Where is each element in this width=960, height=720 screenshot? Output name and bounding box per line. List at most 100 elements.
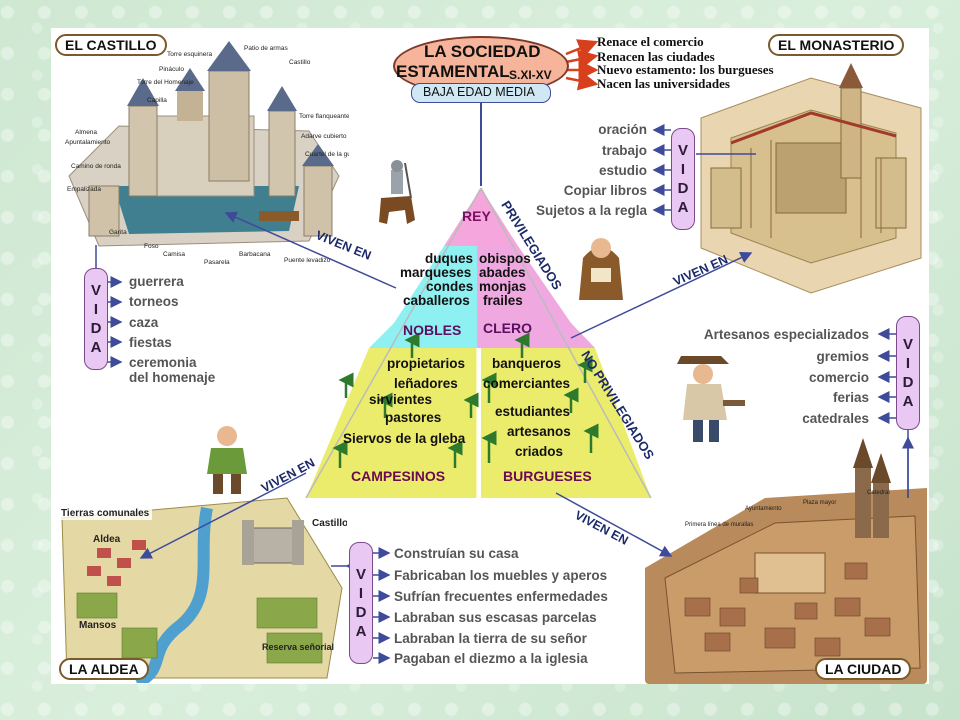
knight-illustration xyxy=(379,160,415,224)
change-3: Nuevo estamento: los burgueses xyxy=(597,62,774,77)
diagram-board: Torre esquinera Patio de armas Castillo … xyxy=(51,28,929,684)
vida-nobles-3: caza xyxy=(129,315,159,330)
monastery-illustration xyxy=(691,48,927,298)
camp-lenadores: leñadores xyxy=(394,376,458,391)
camp-propietarios: propietarios xyxy=(387,356,466,371)
vida-burgueses-4: ferias xyxy=(832,390,869,405)
vida-clero-3: estudio xyxy=(598,163,647,178)
title-line2: ESTAMENTAL xyxy=(396,62,510,81)
stratum-nobles: NOBLES xyxy=(403,322,462,338)
burg-banqueros: banqueros xyxy=(492,356,562,371)
label-ciudad: LA CIUDAD xyxy=(815,658,912,680)
peasant-illustration xyxy=(207,426,247,494)
pyramid-nobles-upper xyxy=(394,246,477,323)
village-illustration: Tierras comunales Aldea Castillo Mansos … xyxy=(57,478,347,683)
vida-campesinos-5: Labraban la tierra de su señor xyxy=(394,631,587,646)
vida-burgueses-3: comercio xyxy=(808,370,869,385)
vida-campesinos-4: Labraban sus escasas parcelas xyxy=(394,610,597,625)
noble-duques: duques xyxy=(425,251,474,266)
noble-caballeros: caballeros xyxy=(403,293,470,308)
title-line1: LA SOCIEDAD xyxy=(424,42,541,61)
svg-text:Pináculo: Pináculo xyxy=(159,66,184,73)
svg-text:Aldea: Aldea xyxy=(93,534,121,545)
svg-text:Camisa: Camisa xyxy=(163,251,185,258)
label-castillo: EL CASTILLO xyxy=(55,34,167,56)
vida-nobles-1: guerrera xyxy=(129,274,184,289)
svg-text:Empalizada: Empalizada xyxy=(67,186,101,193)
clero-obispos: obispos xyxy=(479,251,531,266)
svg-text:Catedral: Catedral xyxy=(867,490,890,496)
vida-campesinos-2: Fabricaban los muebles y aperos xyxy=(394,568,608,583)
vida-campesinos-3: Sufrían frecuentes enfermedades xyxy=(394,589,608,604)
pyramid-rey-section xyxy=(444,188,518,246)
vida-campesinos-1: Construían su casa xyxy=(394,546,519,561)
diagram-connectors xyxy=(95,39,914,664)
pyramid-clero-upper xyxy=(477,246,571,323)
camp-siervos: Siervos de la gleba xyxy=(343,431,466,446)
clero-monjas: monjas xyxy=(479,279,527,294)
vida-nobles-5: ceremonia xyxy=(129,355,197,370)
pyramid-campesinos xyxy=(306,348,478,498)
vida-campesinos-6: Pagaban el diezmo a la iglesia xyxy=(394,651,588,666)
svg-text:Apuntalamiento: Apuntalamiento xyxy=(65,139,111,146)
svg-text:Adarve cubierto: Adarve cubierto xyxy=(301,133,347,140)
svg-text:Mansos: Mansos xyxy=(79,620,117,631)
camp-sirvientes: sirvientes xyxy=(369,392,433,407)
svg-text:Castillo: Castillo xyxy=(289,59,311,66)
label-monasterio: EL MONASTERIO xyxy=(768,34,905,56)
burg-comerciantes: comerciantes xyxy=(483,376,571,391)
stratum-clero: CLERO xyxy=(483,320,532,336)
vida-clero-1: oración xyxy=(598,122,647,137)
pyramid-burgueses xyxy=(481,348,651,498)
svg-text:Camino de ronda: Camino de ronda xyxy=(71,163,121,170)
vida-burgueses-5: catedrales xyxy=(802,411,869,426)
svg-text:Primera línea de murallas: Primera línea de murallas xyxy=(685,522,753,528)
svg-text:Torre esquinera: Torre esquinera xyxy=(167,51,213,58)
vida-nobles-2: torneos xyxy=(129,294,179,309)
subtitle-box xyxy=(411,83,551,103)
clero-abades: abades xyxy=(479,265,526,280)
burg-artesanos: artesanos xyxy=(507,424,571,439)
svg-text:Almena: Almena xyxy=(75,129,97,136)
svg-text:Capilla: Capilla xyxy=(147,97,167,104)
svg-text:Garita: Garita xyxy=(109,229,127,236)
vida-clero-4: Copiar libros xyxy=(563,183,647,198)
svg-text:Reserva señorial: Reserva señorial xyxy=(262,642,334,652)
vida-clero-5: Sujetos a la regla xyxy=(535,203,647,218)
noble-marqueses: marqueses xyxy=(400,265,472,280)
label-aldea: LA ALDEA xyxy=(59,658,149,680)
svg-text:Torre flanqueante: Torre flanqueante xyxy=(299,113,349,120)
svg-text:Patio de armas: Patio de armas xyxy=(244,45,288,52)
craftsman-illustration xyxy=(677,356,745,442)
burg-estudiantes: estudiantes xyxy=(495,404,571,419)
svg-text:Plaza mayor: Plaza mayor xyxy=(803,500,836,506)
change-1: Renace el comercio xyxy=(597,34,704,49)
svg-text:Barbacana: Barbacana xyxy=(239,251,271,258)
svg-text:Ayuntamiento: Ayuntamiento xyxy=(745,506,782,512)
vida-burgueses-2: gremios xyxy=(816,349,869,364)
city-illustration: Primera línea de murallas Ayuntamiento P… xyxy=(645,428,927,684)
svg-text:Puente levadizo: Puente levadizo xyxy=(284,257,331,264)
vida-nobles-6: del homenaje xyxy=(129,370,216,385)
pyramid-rey: REY xyxy=(462,208,491,224)
svg-text:Torre del Homenaje: Torre del Homenaje xyxy=(137,79,194,86)
noble-condes: condes xyxy=(426,279,474,294)
svg-text:Pasarela: Pasarela xyxy=(204,259,230,266)
camp-pastores: pastores xyxy=(385,410,442,425)
change-4: Nacen las universidades xyxy=(597,76,730,91)
svg-text:Tierras comunales: Tierras comunales xyxy=(61,508,150,519)
svg-text:Foso: Foso xyxy=(144,243,159,250)
burg-criados: criados xyxy=(515,444,564,459)
title-period: S.XI-XV xyxy=(509,68,552,82)
subtitle: BAJA EDAD MEDIA xyxy=(423,85,535,99)
monk-illustration xyxy=(579,238,623,300)
pyramid-nobles-label xyxy=(369,323,477,348)
stratum-burgueses: BURGUESES xyxy=(503,468,592,484)
change-2: Renacen las ciudades xyxy=(597,49,715,64)
vida-clero-2: trabajo xyxy=(601,143,647,158)
svg-text:Cuartel de la guardia: Cuartel de la guardia xyxy=(305,151,349,158)
